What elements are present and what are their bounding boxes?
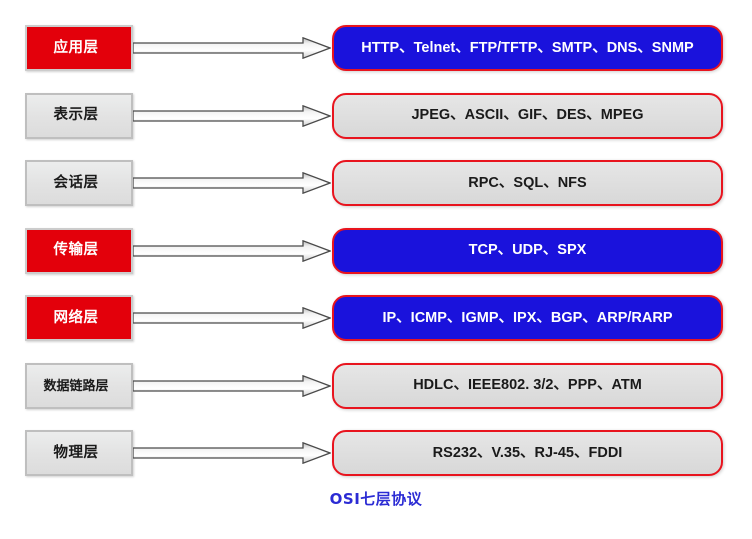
osi-layer-row-2: 表示层 JPEG、ASCII、GIF、DES、MPEG: [0, 92, 752, 139]
layer-name-box-7[interactable]: 物理层: [25, 430, 133, 476]
layer-name-label: 应用层: [53, 39, 99, 56]
layer-name-box-5[interactable]: 网络层: [25, 295, 133, 341]
protocol-list-box-6[interactable]: HDLC、IEEE802. 3/2、PPP、ATM: [332, 362, 723, 409]
layer-name-box-4[interactable]: 传输层: [25, 227, 133, 274]
osi-layer-row-1: 应用层 HTTP、Telnet、FTP/TFTP、SMTP、DNS、SNMP: [0, 25, 752, 71]
layer-name-label: 传输层: [53, 242, 99, 259]
protocol-list-box-4[interactable]: TCP、UDP、SPX: [332, 227, 723, 274]
protocol-list-label: RPC、SQL、NFS: [468, 174, 587, 191]
protocol-list-label: RS232、V.35、RJ-45、FDDI: [432, 444, 623, 461]
osi-layer-row-7: 物理层 RS232、V.35、RJ-45、FDDI: [0, 430, 752, 476]
osi-layer-row-4: 传输层 TCP、UDP、SPX: [0, 227, 752, 274]
layer-name-box-6[interactable]: 数据链路层: [25, 362, 133, 409]
osi-layer-row-3: 会话层 RPC、SQL、NFS: [0, 160, 752, 206]
right-block-arrow-icon: [133, 307, 331, 329]
layer-name-label: 数据链路层: [43, 378, 109, 393]
protocol-list-label: TCP、UDP、SPX: [468, 242, 587, 259]
right-block-arrow-icon: [133, 442, 331, 464]
protocol-list-label: JPEG、ASCII、GIF、DES、MPEG: [411, 107, 644, 124]
right-block-arrow-icon: [133, 104, 331, 127]
protocol-list-box-5[interactable]: IP、ICMP、IGMP、IPX、BGP、ARP/RARP: [332, 295, 723, 341]
protocol-list-box-1[interactable]: HTTP、Telnet、FTP/TFTP、SMTP、DNS、SNMP: [332, 25, 723, 71]
protocol-list-box-3[interactable]: RPC、SQL、NFS: [332, 160, 723, 206]
layer-name-label: 表示层: [53, 107, 99, 124]
right-block-arrow-icon: [133, 239, 331, 262]
protocol-list-label: HDLC、IEEE802. 3/2、PPP、ATM: [413, 377, 642, 394]
layer-name-box-2[interactable]: 表示层: [25, 92, 133, 139]
layer-name-label: 物理层: [53, 444, 99, 461]
right-block-arrow-icon: [133, 172, 331, 194]
protocol-list-box-7[interactable]: RS232、V.35、RJ-45、FDDI: [332, 430, 723, 476]
osi-layer-row-6: 数据链路层 HDLC、IEEE802. 3/2、PPP、ATM: [0, 362, 752, 409]
osi-layer-row-5: 网络层 IP、ICMP、IGMP、IPX、BGP、ARP/RARP: [0, 295, 752, 341]
diagram-caption: OSI七层协议: [329, 490, 423, 508]
protocol-list-label: IP、ICMP、IGMP、IPX、BGP、ARP/RARP: [382, 309, 673, 326]
right-block-arrow-icon: [133, 374, 331, 397]
right-block-arrow-icon: [133, 37, 331, 59]
layer-name-box-3[interactable]: 会话层: [25, 160, 133, 206]
layer-name-label: 会话层: [53, 174, 99, 191]
protocol-list-box-2[interactable]: JPEG、ASCII、GIF、DES、MPEG: [332, 92, 723, 139]
layer-name-box-1[interactable]: 应用层: [25, 25, 133, 71]
protocol-list-label: HTTP、Telnet、FTP/TFTP、SMTP、DNS、SNMP: [361, 39, 694, 56]
layer-name-label: 网络层: [53, 309, 99, 326]
